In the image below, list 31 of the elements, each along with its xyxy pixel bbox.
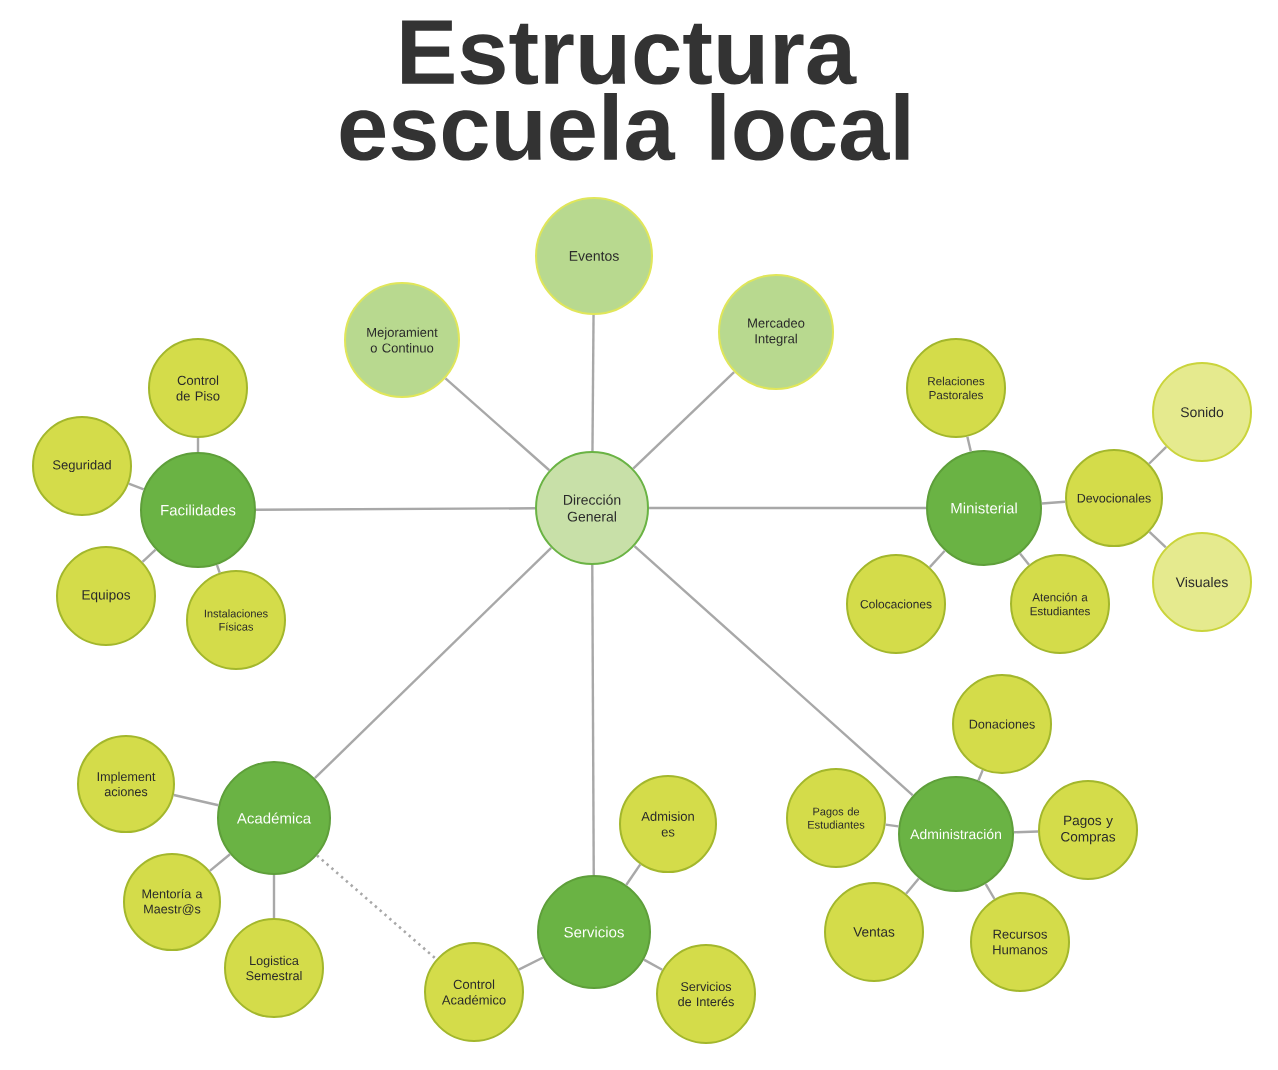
connector-line xyxy=(272,875,276,918)
connector-line xyxy=(518,956,544,971)
connector-line xyxy=(633,545,914,797)
connector-line xyxy=(1013,830,1039,834)
connector-line xyxy=(1019,552,1030,566)
connector-line xyxy=(128,482,145,491)
connector-line xyxy=(316,854,438,961)
connector-line xyxy=(966,436,972,452)
connector-line xyxy=(625,863,642,886)
connector-line xyxy=(196,438,200,452)
connector-line xyxy=(984,883,996,900)
connector-line xyxy=(977,769,984,781)
connector-line xyxy=(905,877,920,895)
connector-line xyxy=(314,546,553,780)
connector-line xyxy=(885,823,899,828)
connector-line xyxy=(1148,530,1167,549)
connector-line xyxy=(141,548,157,563)
connector-line xyxy=(643,958,663,971)
title: Estructura escuela local xyxy=(340,20,909,161)
connector-line xyxy=(173,793,219,807)
connector-line xyxy=(649,506,926,510)
connector-line xyxy=(1041,500,1066,505)
connector-line xyxy=(209,853,231,872)
connector-line xyxy=(444,377,551,472)
connector-line xyxy=(1148,446,1168,465)
connector-line xyxy=(928,549,946,568)
connector-line xyxy=(256,507,535,511)
connector-line xyxy=(215,564,221,574)
connector-line xyxy=(591,315,595,451)
connector-line xyxy=(632,371,735,470)
connector-line xyxy=(591,565,595,875)
